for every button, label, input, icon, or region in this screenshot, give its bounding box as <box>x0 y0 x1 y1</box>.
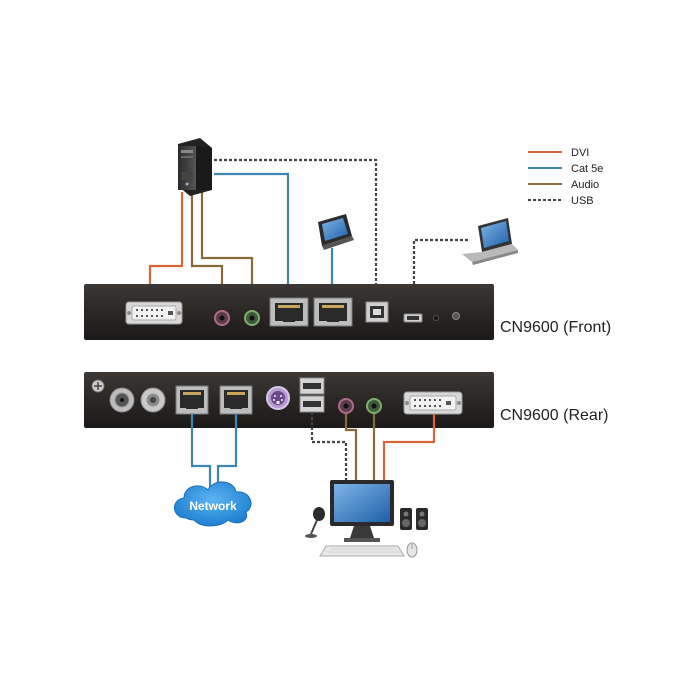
cable-cat5e-rear-2 <box>216 414 238 488</box>
monitor-keyboard-mouse-icon <box>319 480 418 558</box>
rj45-port-front-1 <box>269 297 309 327</box>
laptop-icon <box>462 218 518 265</box>
rear-panel <box>84 372 494 428</box>
desktop-tower-icon <box>178 138 212 196</box>
cable-cat5e-front-1 <box>214 172 290 296</box>
audio-jack-front-mic <box>214 310 230 326</box>
cable-audio-rear-1 <box>344 414 358 482</box>
ps2-port-rear <box>266 386 290 410</box>
rear-unit-label: CN9600 (Rear) <box>500 407 608 424</box>
front-unit-label: CN9600 (Front) <box>500 319 611 336</box>
mini-usb-port-front <box>403 313 423 323</box>
touch-panel-icon <box>318 214 354 250</box>
cable-dvi-front <box>148 192 184 300</box>
legend-label-cat5e: Cat 5e <box>571 163 603 175</box>
front-panel <box>84 284 494 340</box>
dvi-port-rear <box>403 391 463 415</box>
cable-audio-front-2 <box>200 192 254 308</box>
power-jack-rear <box>109 387 135 413</box>
cable-cat5e-rear-1 <box>190 414 212 488</box>
ground-screw-icon <box>91 379 105 393</box>
cable-usb-rear <box>310 412 348 482</box>
dvi-port-front <box>125 301 183 325</box>
rj45-port-rear-1 <box>175 385 209 415</box>
audio-jack-front-spk <box>244 310 260 326</box>
rj45-port-rear-2 <box>219 385 253 415</box>
power-switch-rear <box>140 387 166 413</box>
network-label: Network <box>189 499 237 513</box>
led-front-1 <box>433 315 439 321</box>
cable-dvi-rear <box>382 414 436 482</box>
network-cloud-icon: Network <box>174 481 252 527</box>
audio-jack-rear-spk <box>366 398 382 414</box>
rj45-port-front-2 <box>313 297 353 327</box>
usb-a-ports-rear <box>299 377 325 413</box>
legend: DVI Cat 5e Audio USB <box>528 147 603 207</box>
microphone-icon <box>305 507 325 538</box>
cable-usb-front-1 <box>214 158 378 300</box>
legend-label-usb: USB <box>571 195 594 207</box>
legend-label-dvi: DVI <box>571 147 589 159</box>
speakers-icon <box>400 508 428 530</box>
rear-cables <box>190 412 436 488</box>
usb-b-port-front <box>365 301 389 323</box>
legend-label-audio: Audio <box>571 179 599 191</box>
audio-jack-rear-mic <box>338 398 354 414</box>
led-front-2 <box>452 312 460 320</box>
